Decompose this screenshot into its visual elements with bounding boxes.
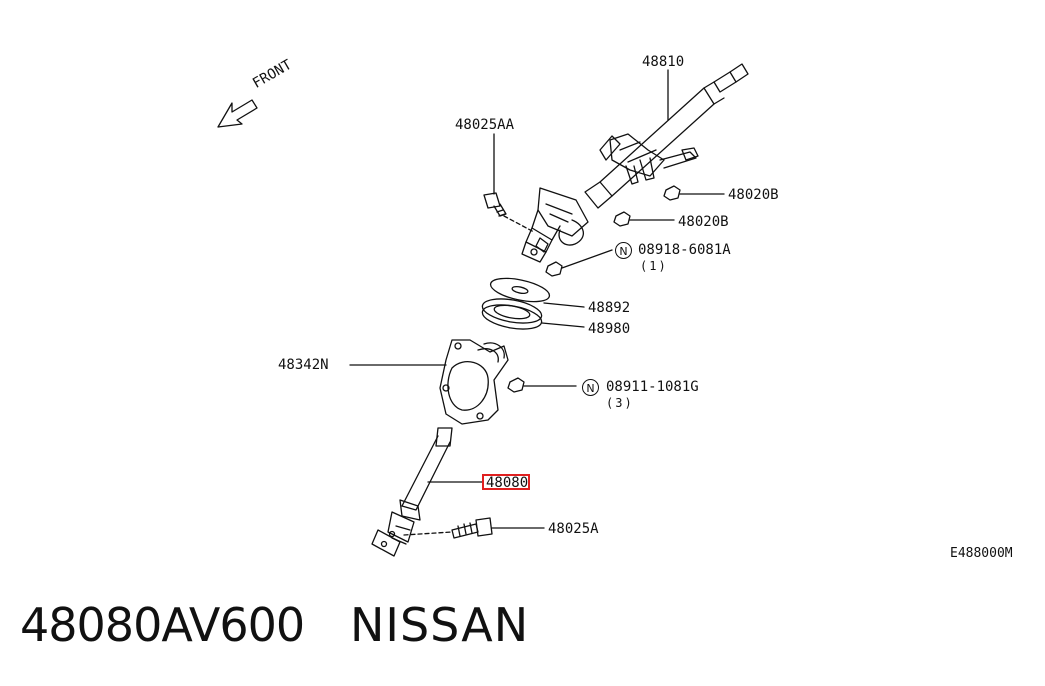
callout-48342n: 48342N — [278, 357, 329, 373]
brand-name: NISSAN — [350, 598, 530, 652]
front-arrow-icon — [217, 99, 258, 128]
part-number-title: 48080AV600 — [20, 598, 305, 652]
callout-48025a: 48025A — [548, 521, 599, 537]
lower-shaft-48080 — [371, 427, 453, 557]
callout-48980: 48980 — [588, 321, 631, 337]
nut-08918-6081a — [545, 261, 563, 277]
steering-column-exploded-diagram — [217, 63, 749, 557]
qty-08911-1081g: (3) — [606, 396, 634, 410]
callout-48892: 48892 — [588, 300, 631, 316]
n-mark-icon: N — [582, 379, 599, 396]
cover-48342n — [439, 339, 509, 425]
highlight-box-48080 — [482, 474, 530, 490]
drawing-code: E488000M — [950, 546, 1013, 561]
nut-48020b-lower — [613, 211, 631, 227]
leader-lines — [349, 69, 725, 536]
washer-48892 — [489, 277, 551, 303]
callout-48080: 48080 — [486, 475, 529, 491]
bolt-48025a — [451, 517, 493, 539]
callout-48020b-upper: 48020B — [728, 187, 779, 203]
qty-08918-6081a: (1) — [640, 259, 668, 273]
n-mark-icon: N — [615, 242, 632, 259]
nut-48020b-upper — [663, 185, 681, 201]
seal-48980 — [481, 298, 543, 330]
callout-48810: 48810 — [642, 54, 685, 70]
nut-08911-1081g — [507, 377, 525, 393]
callout-08918-6081a: 08918-6081A — [638, 242, 731, 258]
callout-48025aa: 48025AA — [455, 117, 515, 133]
callout-48020b-lower: 48020B — [678, 214, 729, 230]
callout-08911-1081g: 08911-1081G — [606, 379, 699, 395]
bolt-48025aa — [483, 192, 507, 217]
upper-steering-column — [521, 63, 749, 263]
